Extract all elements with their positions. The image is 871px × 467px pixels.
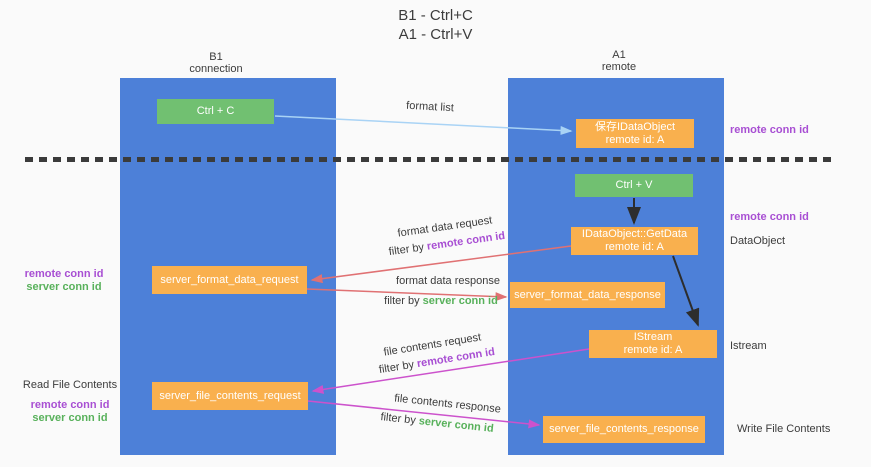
ctrl-c-label: Ctrl + C [196,105,235,117]
getdata-line2: remote id: A [605,241,664,253]
title-line-2: A1 - Ctrl+V [398,26,473,43]
filter-by-text: filter by [388,241,425,259]
ctrl-v-label: Ctrl + V [615,179,653,191]
server-format-data-request-label: server_format_data_request [160,273,299,286]
right-remote-conn-id-label-top: remote conn id [730,124,809,136]
left-column-header: B1 connection [156,51,276,75]
left-conn-id-group-1: remote conn id server conn id [14,268,114,294]
server-format-data-response-label: server_format_data_response [514,288,661,301]
diagram-title: B1 - Ctrl+C A1 - Ctrl+V [0,6,871,44]
server-file-contents-request-node: server_file_contents_request [152,382,308,410]
istream-node: IStream remote id: A [589,330,717,358]
left-remote-conn-id-label-1: remote conn id [24,268,104,280]
ctrl-c-node: Ctrl + C [157,99,274,124]
left-conn-id-group-2: Read File Contents remote conn id server… [14,379,126,425]
right-remote-conn-id-label-mid: remote conn id [730,211,809,223]
save-idataobject-line2: remote id: A [605,133,665,146]
left-server-conn-id-label-2: server conn id [32,412,108,424]
format-list-label: format list [405,99,455,115]
left-server-conn-id-label-1: server conn id [26,281,102,293]
istream-line2: remote id: A [623,344,683,356]
title-line-1: B1 - Ctrl+C [398,7,473,24]
getdata-line1: IDataObject::GetData [581,228,688,240]
server-file-contents-response-node: server_file_contents_response [543,416,705,443]
server-conn-id-text: server conn id [418,415,495,435]
right-column-role: remote [601,61,637,73]
idataobject-getdata-node: IDataObject::GetData remote id: A [571,227,698,255]
istream-side-label: Istream [730,340,767,352]
left-column-role: connection [189,63,243,75]
read-file-contents-label: Read File Contents [22,379,118,391]
format-data-response-label: format data response [396,275,500,287]
right-column-header: A1 remote [559,49,679,73]
filter-by-text: filter by [378,358,415,377]
server-file-contents-response-label: server_file_contents_response [549,423,699,435]
left-remote-conn-id-label-2: remote conn id [30,399,110,411]
save-idataobject-node: 保存IDataObject remote id: A [576,119,694,148]
filter-by-text: filter by [384,295,420,307]
left-column-name: B1 [209,51,223,63]
server-file-contents-request-label: server_file_contents_request [159,389,301,402]
right-column-name: A1 [612,49,626,61]
server-format-data-request-node: server_format_data_request [152,266,307,294]
dataobject-label: DataObject [730,235,786,247]
save-idataobject-line1: 保存IDataObject [594,120,676,133]
write-file-contents-label: Write File Contents [737,423,831,435]
server-conn-id-text: server conn id [422,295,498,307]
filter-by-text: filter by [379,411,417,427]
server-format-data-response-node: server_format_data_response [510,282,665,308]
phase-divider-dashed-line [25,157,836,162]
istream-line1: IStream [633,331,673,343]
ctrl-v-node: Ctrl + V [575,174,693,197]
